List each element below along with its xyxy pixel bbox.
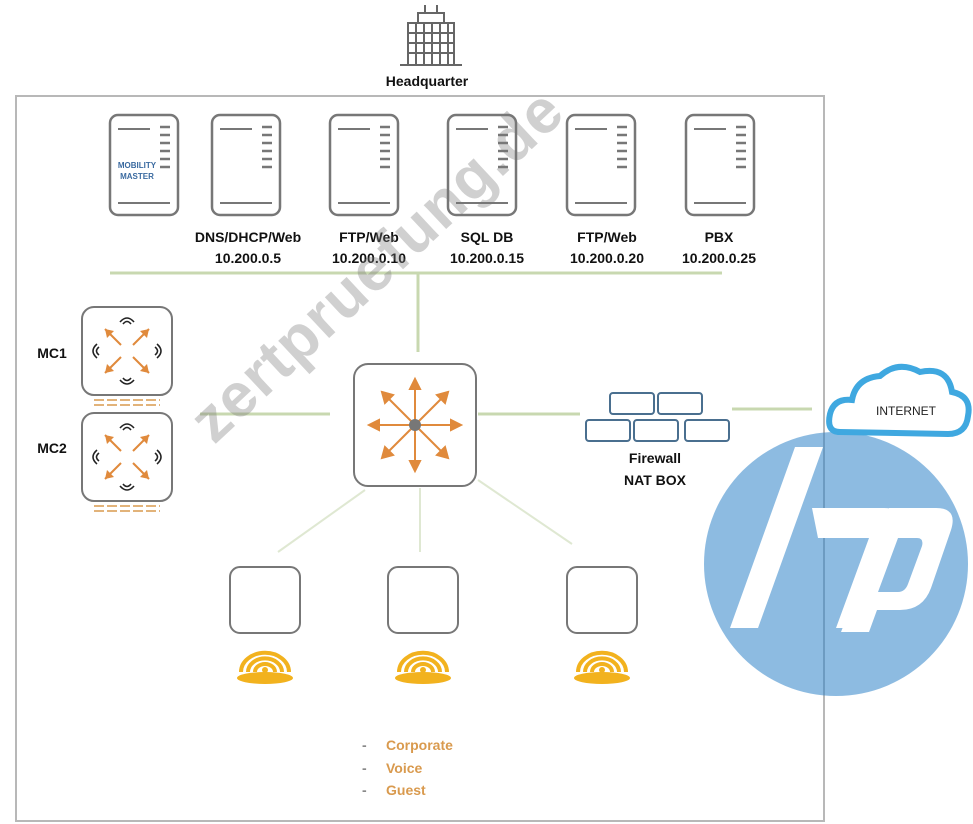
- server-icon-sql-db: [446, 113, 518, 217]
- server-icon-ftp-web-2: [565, 113, 637, 217]
- server-icon-ftp-web-1: [328, 113, 400, 217]
- wifi-signal-icon: [574, 650, 630, 684]
- wifi-signal-icon: [237, 650, 293, 684]
- hp-logo: [704, 432, 968, 696]
- ssid-guest: -Guest: [362, 782, 426, 798]
- server-icon-dns-dhcp-web: [210, 113, 282, 217]
- server-ip-dns: 10.200.0.5: [214, 250, 282, 266]
- access-point-1: [229, 566, 301, 684]
- core-to-ap1-link: [277, 489, 366, 553]
- server-name-ftp-1: FTP/Web: [339, 229, 399, 245]
- server-ip-sql: 10.200.0.15: [450, 250, 524, 266]
- ssid-corporate: -Corporate: [362, 737, 453, 753]
- controller-label-mc2: MC2: [37, 440, 67, 456]
- site-title: Headquarter: [385, 73, 469, 89]
- server-name-pbx: PBX: [704, 229, 734, 245]
- access-point-2: [387, 566, 459, 684]
- internet-label: INTERNET: [876, 404, 936, 418]
- firewall-label-line1: Firewall: [628, 450, 682, 466]
- cloud-icon: [826, 363, 972, 438]
- server-icon-pbx: [684, 113, 756, 217]
- access-point-3: [566, 566, 638, 684]
- server-ip-ftp-1: 10.200.0.10: [332, 250, 406, 266]
- firewall-label-line2: NAT BOX: [624, 472, 686, 488]
- ssid-voice: -Voice: [362, 760, 423, 776]
- building-icon: [400, 5, 462, 66]
- controller-icon-mc2: [81, 412, 173, 512]
- server-ip-ftp-2: 10.200.0.20: [570, 250, 644, 266]
- controller-icon-mc1: [81, 306, 173, 406]
- server-icon-mobility-master: [108, 113, 180, 217]
- server-name-sql: SQL DB: [460, 229, 514, 245]
- server-ip-pbx: 10.200.0.25: [682, 250, 756, 266]
- controller-label-mc1: MC1: [37, 345, 67, 361]
- firewall-icon: [585, 392, 730, 442]
- wifi-signal-icon: [395, 650, 451, 684]
- server-name-dns: DNS/DHCP/Web: [194, 229, 302, 245]
- core-switch-icon: [353, 363, 477, 487]
- core-to-ap3-link: [477, 479, 573, 545]
- server-name-ftp-2: FTP/Web: [577, 229, 637, 245]
